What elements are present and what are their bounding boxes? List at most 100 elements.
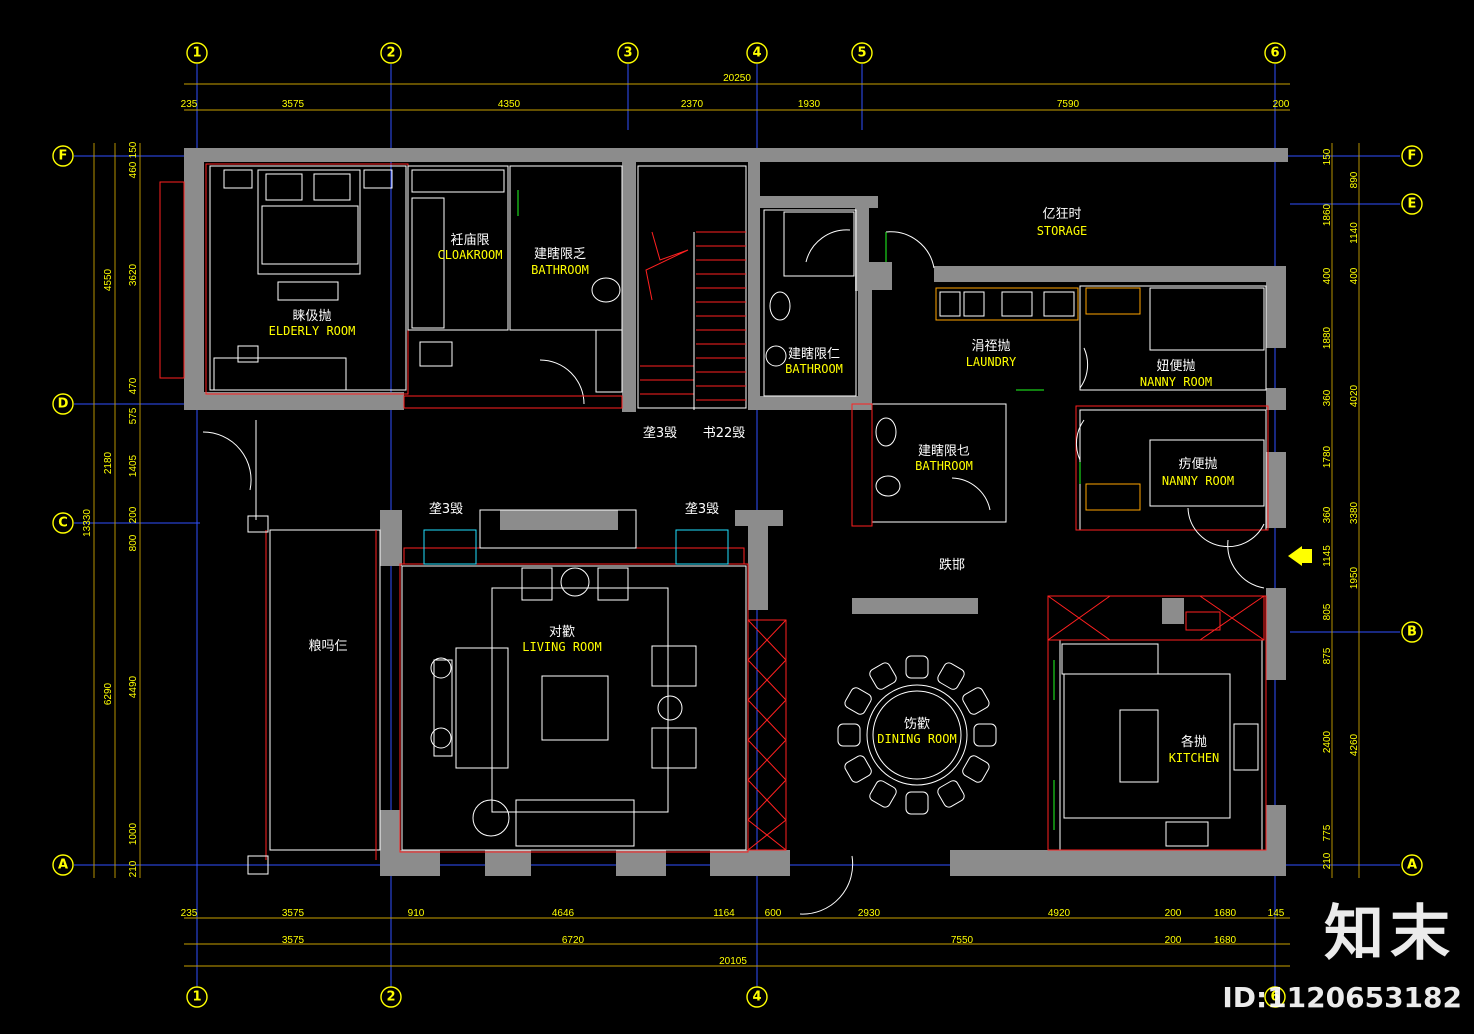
left-dimensions: 13330 4550 2180 6290 150 460 3620 470 57… [82, 141, 141, 878]
dining-chair [844, 687, 872, 715]
axis-label-3-top: 3 [623, 46, 632, 61]
dim-bottom-seg: 200 [1165, 908, 1182, 919]
axis-label-A-left: A [58, 858, 68, 873]
dim-bottom-seg2: 1680 [1214, 935, 1237, 946]
dim-bottom-seg: 910 [408, 908, 425, 919]
dim-left-inner: 800 [128, 534, 139, 551]
dining-chair [962, 687, 990, 715]
dining-chair [937, 780, 965, 808]
room-labels: 睐伋抛 ELDERLY ROOM 衽庙限 CLOAKROOM 建瞎限乏 BATH… [269, 207, 1234, 765]
dim-left-inner: 4490 [128, 675, 139, 698]
label-dining-cn: 饬歡 [904, 717, 930, 732]
dim-left-mid: 6290 [103, 682, 114, 705]
axis-bubbles-top: 1 2 3 4 5 6 [186, 42, 1286, 64]
dim-left-inner: 1405 [128, 454, 139, 477]
axis-bubbles-right: F E B A [1401, 145, 1423, 876]
label-laundry-en: LAUNDRY [966, 355, 1017, 369]
dim-right-inner: 360 [1322, 389, 1333, 406]
dim-left-inner: 3620 [128, 263, 139, 286]
dim-top-seg: 1930 [798, 99, 821, 110]
axis-label-C-left: C [58, 516, 68, 531]
dim-right-inner: 1140 [1349, 222, 1360, 244]
bottom-dimensions: 235 3575 910 4646 1164 600 2930 4920 200… [181, 908, 1290, 967]
label-elderly-cn: 睐伋抛 [292, 309, 331, 324]
axis-bubbles-bottom: 1 2 4 6 [186, 986, 1286, 1008]
axis-label-4-bottom: 4 [752, 990, 761, 1005]
axis-label-2-bottom: 2 [386, 990, 395, 1005]
dim-bottom-seg: 4646 [552, 908, 575, 919]
axis-label-A-right: A [1407, 858, 1417, 873]
label-living-en: LIVING ROOM [522, 640, 601, 654]
entrance-arrow-tail [1302, 549, 1312, 563]
label-bath2-en: BATHROOM [785, 362, 843, 376]
axis-label-F-right: F [1408, 149, 1417, 164]
dim-bottom-seg: 600 [765, 908, 782, 919]
dim-right-inner: 1880 [1322, 326, 1333, 349]
dim-left-outer: 13330 [82, 509, 93, 537]
label-hall-cn: 跌邯 [939, 557, 965, 573]
dim-top-seg: 4350 [498, 99, 521, 110]
axis-label-1-top: 1 [192, 46, 201, 61]
dim-bottom-seg: 3575 [282, 908, 305, 919]
dining-chair [905, 655, 929, 679]
dining-chair [837, 723, 861, 747]
dining-chair [905, 791, 929, 815]
dim-top-seg: 235 [181, 99, 198, 110]
dim-right-inner: 360 [1322, 506, 1333, 523]
dim-top-overall: 20250 [723, 73, 751, 84]
label-storage-en: STORAGE [1037, 224, 1088, 238]
dining-chair [869, 780, 897, 808]
dim-right-inner: 400 [1349, 267, 1360, 284]
right-dimensions: 150 890 1860 1140 400 400 1880 360 1780 … [1322, 143, 1360, 878]
dim-left-inner: 200 [128, 506, 139, 523]
label-living-cn: 对歡 [549, 625, 575, 640]
dining-chair [973, 723, 997, 747]
label-step-note-1: 垄3毁 [429, 502, 463, 517]
label-bath3-cn: 建瞎限乜 [918, 443, 970, 459]
dim-bottom-seg2: 3575 [282, 935, 305, 946]
label-bath2-cn: 建瞎限仁 [788, 346, 840, 362]
label-step-note-2: 垄3毁 [685, 502, 719, 517]
label-nanny2-cn: 疠便抛 [1178, 457, 1217, 472]
label-elderly-en: ELDERLY ROOM [269, 324, 356, 338]
image-id-label: ID:1120653182 [1222, 981, 1462, 1014]
dining-chair [962, 755, 990, 783]
label-cloak-cn: 衽庙限 [450, 233, 489, 248]
axis-label-5-top: 5 [857, 46, 866, 61]
axis-label-4-top: 4 [752, 46, 761, 61]
label-bath3-en: BATHROOM [915, 459, 973, 473]
dining-chair [937, 662, 965, 690]
dim-bottom-seg: 2930 [858, 908, 881, 919]
dim-right-inner: 805 [1322, 603, 1333, 620]
dim-top-seg: 3575 [282, 99, 305, 110]
label-stair-note-1: 垄3毁 [643, 426, 677, 441]
label-laundry-cn: 涓祬抛 [971, 338, 1010, 354]
axis-label-B-right: B [1407, 625, 1417, 640]
label-cloak-en: CLOAKROOM [437, 248, 502, 262]
label-storage-cn: 亿狂时 [1042, 207, 1081, 222]
entrance-arrow-icon [1288, 546, 1302, 566]
dim-left-inner: 460 [128, 161, 139, 178]
dim-right-inner: 775 [1322, 824, 1333, 841]
dim-right-outer: 4020 [1349, 384, 1360, 407]
dim-bottom-seg2: 200 [1165, 935, 1182, 946]
dim-top-seg: 200 [1273, 99, 1290, 110]
label-bath1-cn: 建瞎限乏 [534, 246, 586, 262]
dim-bottom-seg2: 6720 [562, 935, 585, 946]
label-nanny1-cn: 妞便抛 [1156, 359, 1195, 374]
dim-left-mid: 2180 [103, 451, 114, 474]
dim-right-inner: 1860 [1322, 203, 1333, 226]
dim-right-inner: 210 [1322, 852, 1333, 869]
dim-bottom-overall: 20105 [719, 956, 747, 967]
dim-right-inner: 150 [1322, 148, 1333, 165]
dim-bottom-seg: 4920 [1048, 908, 1071, 919]
dining-chair [844, 755, 872, 783]
axis-label-6-bottom: 6 [1270, 990, 1279, 1005]
top-dimensions: 20250 235 3575 4350 2370 1930 7590 200 [181, 73, 1290, 111]
dim-right-outer: 3380 [1349, 501, 1360, 524]
dim-bottom-seg2: 7550 [951, 935, 974, 946]
dim-bottom-seg: 145 [1268, 908, 1285, 919]
axis-label-6-top: 6 [1270, 46, 1279, 61]
axis-bubbles-left: F D C A [52, 145, 74, 876]
